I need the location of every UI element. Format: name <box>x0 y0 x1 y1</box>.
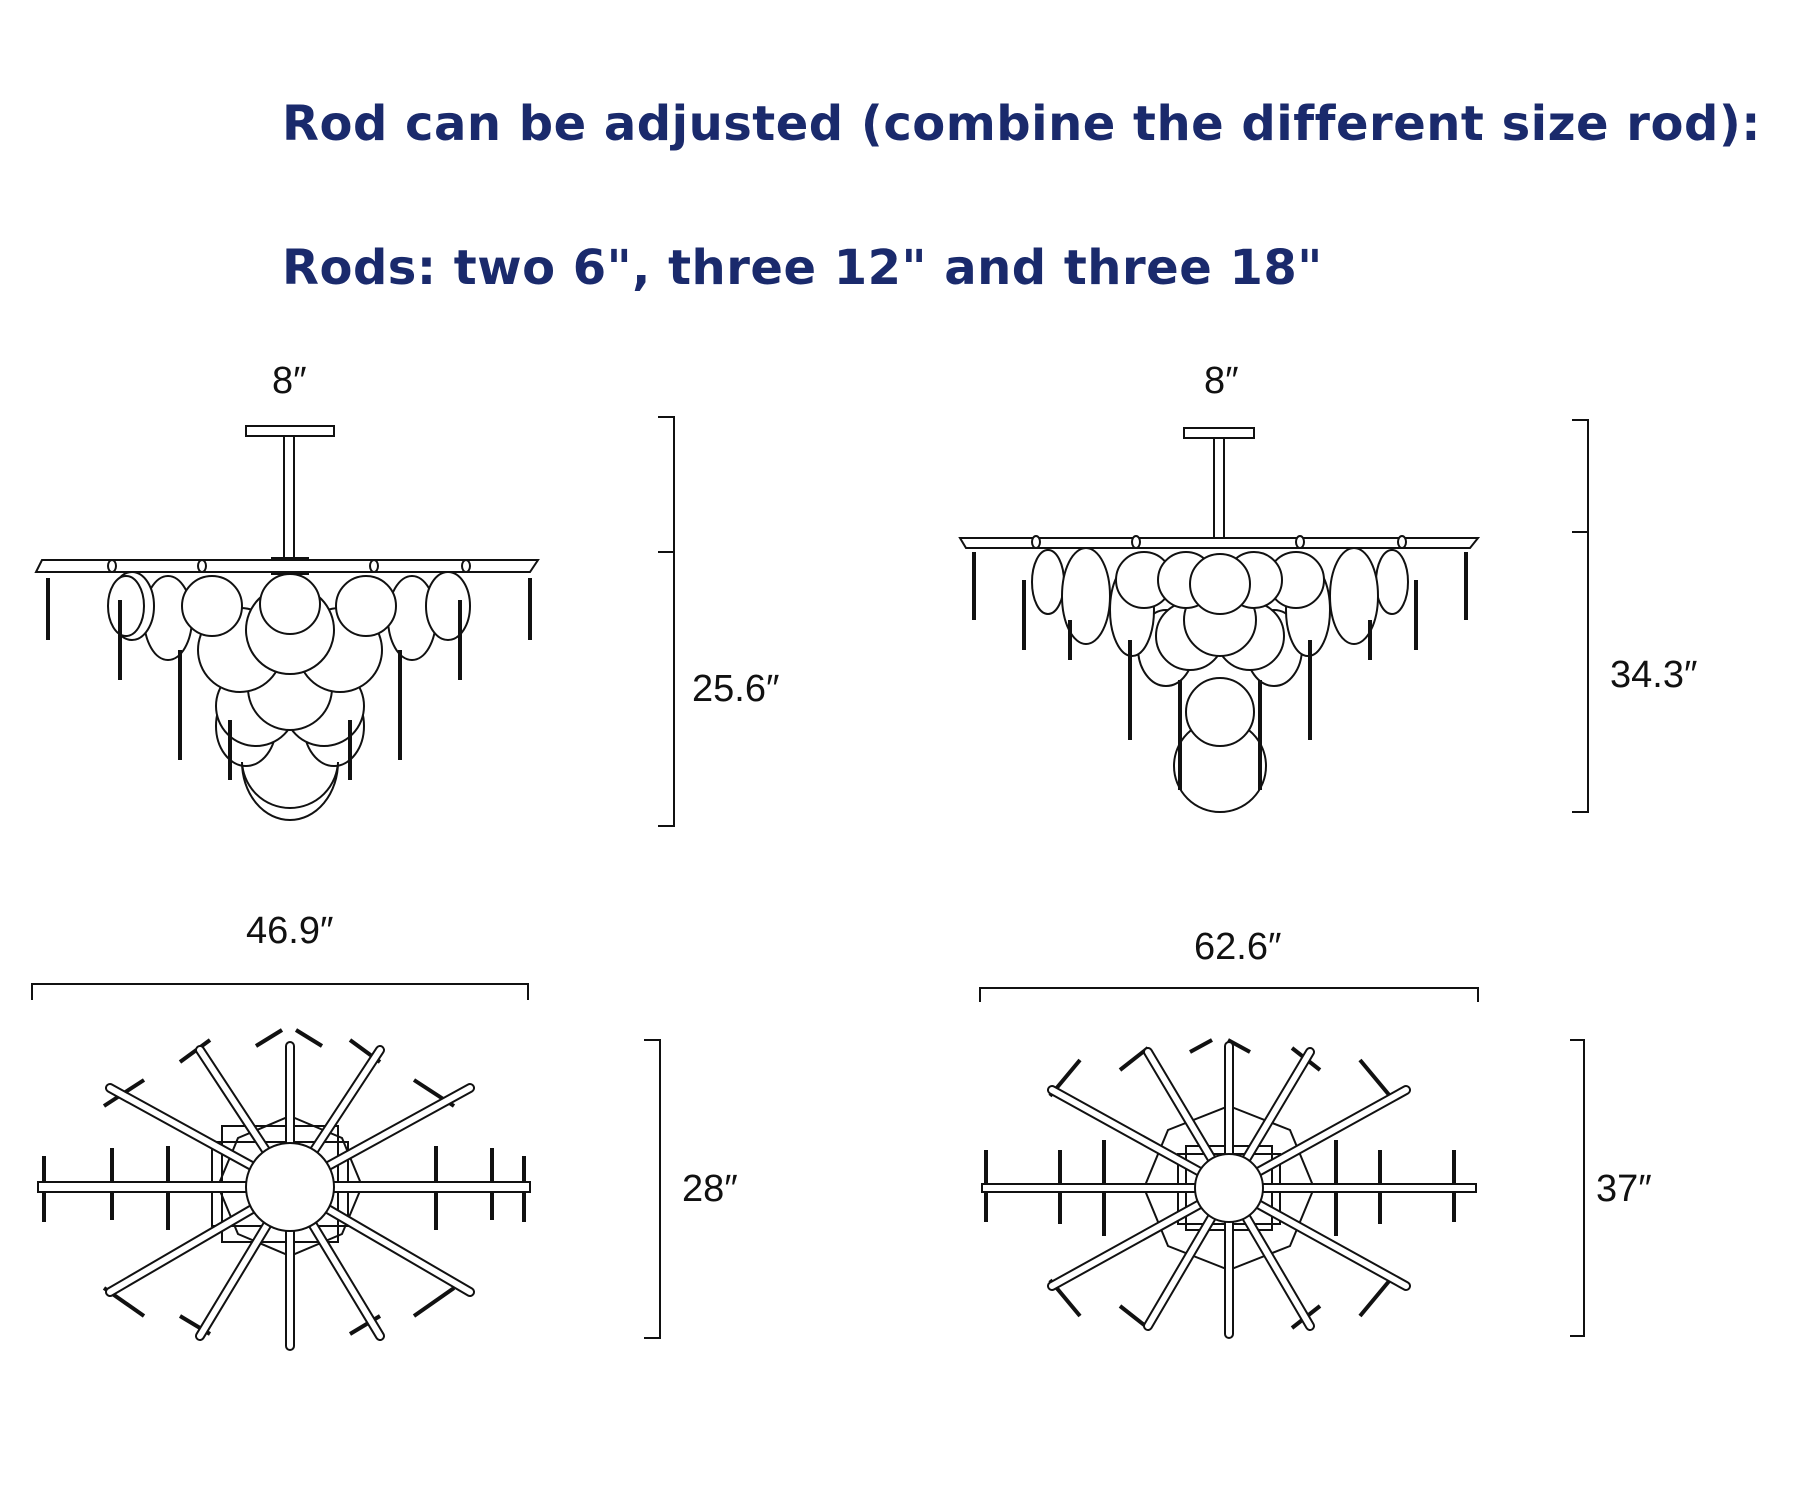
rods-subtitle: Rods: two 6", three 12" and three 18" <box>282 240 1323 296</box>
right-chandelier-side-view <box>958 428 1481 812</box>
left-width-bracket <box>32 984 528 1000</box>
left-height-label: 25.6″ <box>692 668 780 710</box>
right-height-bracket <box>1572 420 1588 812</box>
right-depth-bracket <box>1570 1040 1584 1336</box>
left-chandelier-top-view <box>38 1030 530 1346</box>
page-title: Rod can be adjusted (combine the differe… <box>282 96 1761 152</box>
right-chandelier-top-view <box>982 1040 1476 1334</box>
right-width-bracket <box>980 988 1478 1002</box>
right-canopy-width-label: 8″ <box>1204 360 1239 402</box>
dimension-lines <box>32 417 1588 1338</box>
right-depth-label: 37″ <box>1596 1168 1652 1210</box>
right-height-label: 34.3″ <box>1610 654 1698 696</box>
left-height-bracket <box>658 417 674 826</box>
left-depth-label: 28″ <box>682 1168 738 1210</box>
left-canopy-width-label: 8″ <box>272 360 307 402</box>
right-width-label: 62.6″ <box>1194 926 1282 968</box>
left-depth-bracket <box>644 1040 660 1338</box>
left-chandelier-side-view <box>34 426 540 820</box>
left-width-label: 46.9″ <box>246 910 334 952</box>
